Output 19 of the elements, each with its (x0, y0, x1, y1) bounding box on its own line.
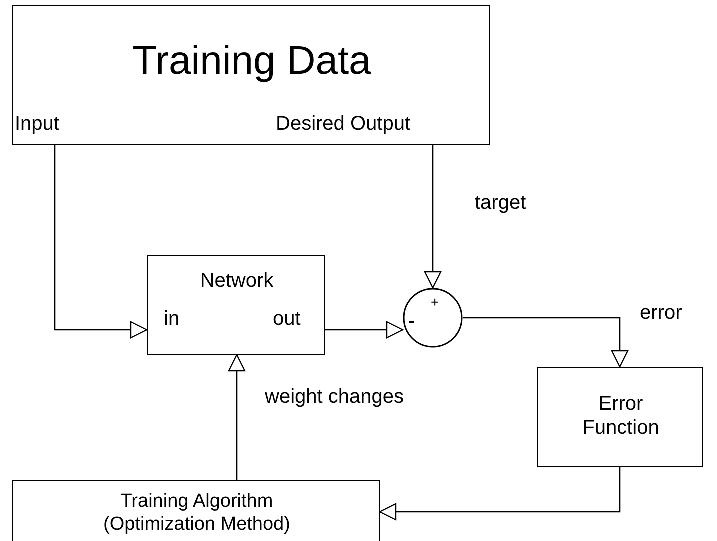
sign-label: + (431, 294, 440, 310)
process-box (147, 255, 325, 355)
box-title: Network (199, 270, 275, 293)
sign-label: - (408, 308, 416, 334)
port-label: in (164, 308, 180, 331)
box-title: Error Function (582, 392, 660, 440)
box-title: Training Algorithm (Optimization Method) (102, 491, 292, 537)
edge-label: weight changes (265, 386, 404, 409)
process-box (12, 480, 380, 541)
box-title: Training Data (132, 38, 372, 84)
arrow (325, 321, 404, 339)
arrow (463, 317, 629, 368)
desired-output-label: Desired Output (276, 113, 411, 136)
arrow (379, 467, 621, 521)
input-label: Input (15, 113, 60, 136)
port-label: out (273, 308, 301, 331)
arrow (228, 354, 246, 480)
process-box (537, 367, 703, 467)
data-box (12, 5, 490, 145)
